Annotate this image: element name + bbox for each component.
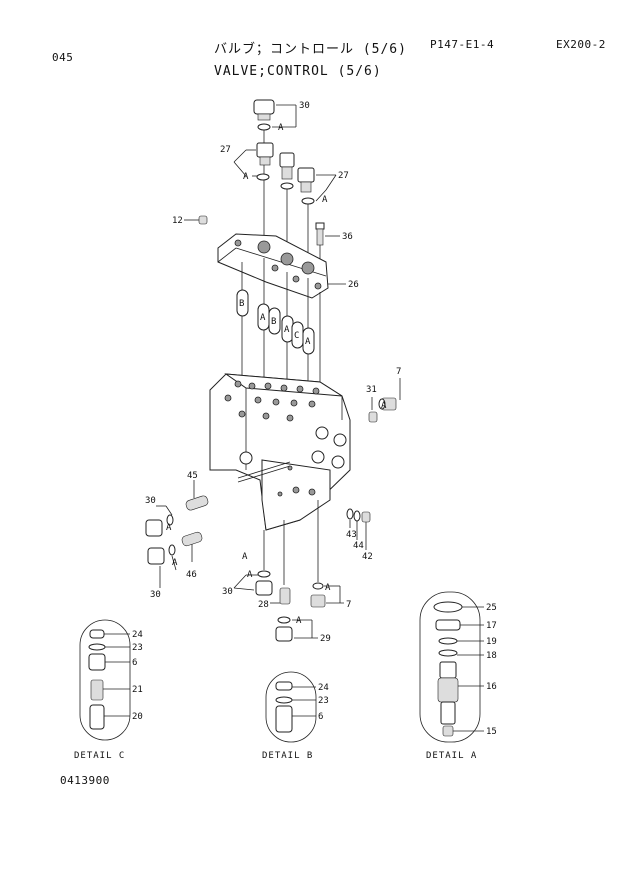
- letter-a-4: A: [166, 523, 172, 533]
- plug-letter-a-3: A: [305, 337, 311, 347]
- callout-7-lower: 7: [346, 600, 351, 610]
- letter-a-9: A: [296, 616, 302, 626]
- drawing-code: 045: [52, 51, 74, 64]
- title-japanese: バルブ；コントロール (5/6): [214, 42, 407, 57]
- letter-a-6: A: [381, 401, 387, 411]
- model-number: EX200-2: [556, 38, 606, 51]
- detail-b-label: DETAIL B: [262, 751, 313, 761]
- plug-part-27-right: [297, 167, 315, 262]
- cap-part-30-left-lower: [147, 544, 176, 565]
- detail-b-callout-23: 23: [318, 696, 329, 706]
- letter-a-7: A: [247, 570, 253, 580]
- callout-46: 46: [186, 570, 197, 580]
- title-english: VALVE;CONTROL (5/6): [214, 64, 382, 79]
- detail-c-callout-6: 6: [132, 658, 137, 668]
- detail-a-callout-16: 16: [486, 682, 497, 692]
- plug-part-29: [275, 616, 293, 642]
- detail-a-label: DETAIL A: [426, 751, 477, 761]
- callout-12: 12: [172, 216, 183, 226]
- plug-part-27-mid: [279, 152, 295, 260]
- detail-c-callout-21: 21: [132, 685, 143, 695]
- callout-42: 42: [362, 552, 373, 562]
- callout-30-left-lower: 30: [150, 590, 161, 600]
- plug-part-28: [279, 587, 291, 605]
- cap-part-30-bottom: [255, 570, 273, 596]
- detail-b-callout-6: 6: [318, 712, 323, 722]
- letter-a-8: A: [325, 583, 331, 593]
- footer-code: 0413900: [60, 774, 110, 787]
- detail-c-callout-20: 20: [132, 712, 143, 722]
- detail-a-callout-15: 15: [486, 727, 497, 737]
- callout-29: 29: [320, 634, 331, 644]
- orings-part-43-44: [346, 508, 361, 522]
- detail-a-callout-25: 25: [486, 603, 497, 613]
- letter-a-10: A: [242, 552, 248, 562]
- plug-letter-a-1: A: [260, 313, 266, 323]
- plug-letter-a-2: A: [284, 325, 290, 335]
- callout-30-bottom: 30: [222, 587, 233, 597]
- detail-a-callout-18: 18: [486, 651, 497, 661]
- callout-28: 28: [258, 600, 269, 610]
- callout-27-right: 27: [338, 171, 349, 181]
- detail-b-callout-24: 24: [318, 683, 329, 693]
- plug-part-7-lower: [310, 582, 326, 608]
- plug-part-45: [185, 495, 209, 511]
- callout-36: 36: [342, 232, 353, 242]
- callout-26: 26: [348, 280, 359, 290]
- cap-part-30-top: [253, 99, 275, 240]
- cap-part-30-left-upper: [145, 514, 174, 537]
- plug-part-7-upper: [378, 397, 397, 411]
- callout-31: 31: [366, 385, 377, 395]
- cover-part-26: [217, 233, 329, 299]
- letter-a-2: A: [243, 172, 249, 182]
- capsule-plug-b-1: [236, 289, 249, 317]
- valve-body: [209, 373, 351, 531]
- screw-part-12: [198, 215, 208, 225]
- plug-part-27-left: [256, 142, 274, 181]
- plug-letter-b-2: B: [271, 317, 276, 327]
- callout-44: 44: [353, 541, 364, 551]
- letter-a-3: A: [322, 195, 328, 205]
- plug-letter-c: C: [294, 331, 299, 341]
- detail-c-frame: [79, 619, 131, 741]
- detail-a-callout-19: 19: [486, 637, 497, 647]
- capsule-plug-a-3: [302, 327, 315, 355]
- page-reference: P147-E1-4: [430, 38, 495, 51]
- callout-30-left-upper: 30: [145, 496, 156, 506]
- callout-27-left: 27: [220, 145, 231, 155]
- detail-c-callout-23: 23: [132, 643, 143, 653]
- detail-b-frame: [265, 671, 317, 743]
- detail-c-label: DETAIL C: [74, 751, 125, 761]
- callout-45: 45: [187, 471, 198, 481]
- detail-c-callout-24: 24: [132, 630, 143, 640]
- capsule-plug-b-2: [268, 307, 281, 335]
- callout-43: 43: [346, 530, 357, 540]
- letter-a-1: A: [278, 123, 284, 133]
- plug-part-31: [368, 411, 378, 423]
- detail-a-frame: [419, 591, 481, 743]
- plug-letter-b-1: B: [239, 299, 244, 309]
- detail-a-callout-17: 17: [486, 621, 497, 631]
- callout-30-top: 30: [299, 101, 310, 111]
- plug-part-46: [181, 531, 203, 547]
- letter-a-5: A: [172, 558, 178, 568]
- plug-part-42: [361, 511, 371, 523]
- callout-7-upper: 7: [396, 367, 401, 377]
